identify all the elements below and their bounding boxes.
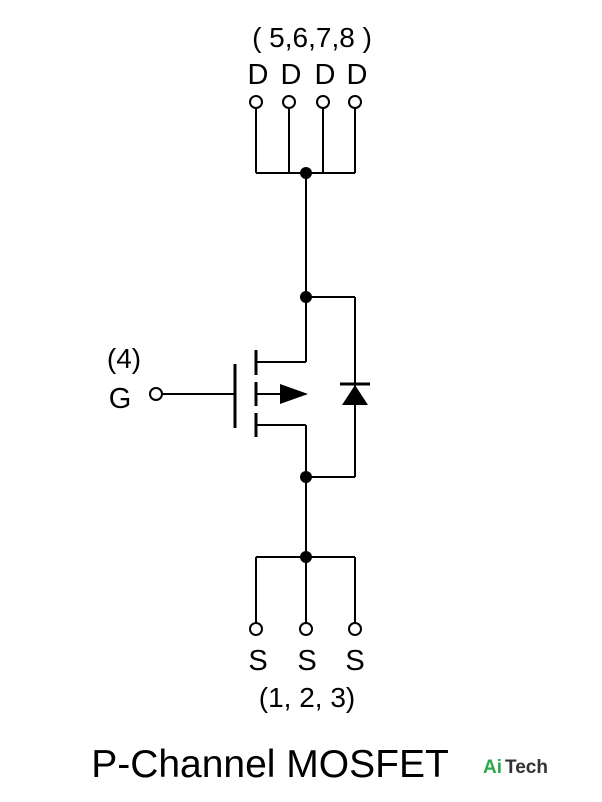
drain-to-channel-wires bbox=[256, 173, 356, 557]
gate-pin-number: (4) bbox=[107, 343, 141, 374]
drain-label-1: D bbox=[248, 59, 269, 91]
source-label-2: S bbox=[297, 645, 316, 677]
drain-pin-1 bbox=[249, 95, 263, 109]
logo-tech: Tech bbox=[505, 757, 548, 778]
source-label-1: S bbox=[248, 645, 267, 677]
drain-wires bbox=[255, 108, 356, 174]
logo-ai: Ai bbox=[483, 757, 502, 778]
diode-top-node bbox=[300, 291, 312, 303]
gate-pin bbox=[149, 387, 163, 401]
diagram-title: P-Channel MOSFET bbox=[91, 743, 449, 786]
source-label-3: S bbox=[345, 645, 364, 677]
source-wires bbox=[255, 556, 356, 623]
body-diode bbox=[340, 382, 370, 405]
source-pin-1 bbox=[249, 622, 263, 636]
drain-pin-2 bbox=[282, 95, 296, 109]
diode-bottom-node bbox=[300, 471, 312, 483]
gate-wires bbox=[162, 364, 237, 428]
drain-pin-4 bbox=[348, 95, 362, 109]
source-pin-2 bbox=[299, 622, 313, 636]
gate-label: G bbox=[109, 383, 132, 415]
aitech-logo: Ai Tech bbox=[483, 757, 548, 778]
drain-pin-3 bbox=[316, 95, 330, 109]
channel-arrow bbox=[280, 384, 308, 404]
source-pin-numbers: (1, 2, 3) bbox=[259, 682, 355, 713]
drain-pin-numbers: ( 5,6,7,8 ) bbox=[252, 22, 372, 53]
drain-label-2: D bbox=[281, 59, 302, 91]
drain-label-4: D bbox=[347, 59, 368, 91]
source-pin-3 bbox=[348, 622, 362, 636]
drain-label-3: D bbox=[315, 59, 336, 91]
